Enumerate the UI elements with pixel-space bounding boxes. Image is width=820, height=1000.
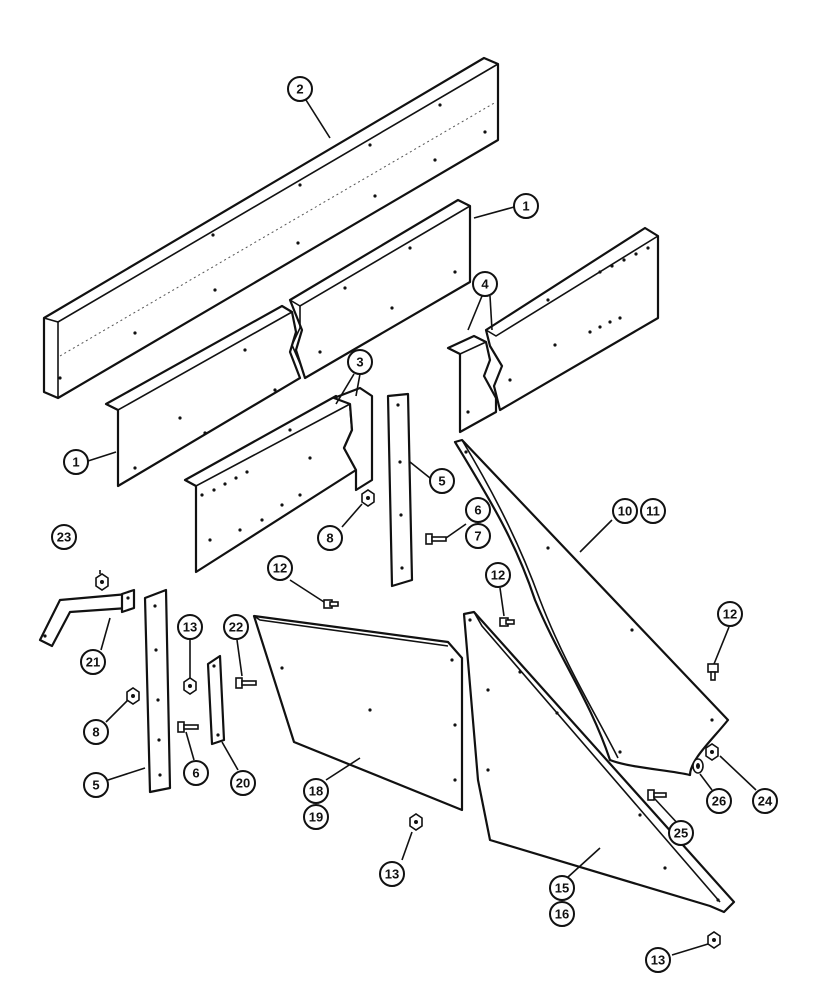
part-15-16-lower-shield — [462, 610, 736, 914]
callout-16: 16 — [549, 901, 575, 927]
callout-26-label: 26 — [712, 794, 726, 809]
callout-12-right-label: 12 — [723, 607, 737, 622]
callout-12-left: 12 — [267, 555, 293, 581]
callout-22: 22 — [223, 614, 249, 640]
callout-4-label: 4 — [481, 277, 489, 292]
callout-11-label: 11 — [646, 504, 660, 519]
callout-24: 24 — [752, 788, 778, 814]
callout-8-upper: 8 — [317, 525, 343, 551]
callout-7-label: 7 — [474, 529, 481, 544]
bolt-12-middle — [499, 617, 515, 627]
nut-8-upper — [361, 489, 375, 507]
part-3-plate-left — [183, 386, 374, 574]
callout-21: 21 — [80, 649, 106, 675]
callout-15-label: 15 — [555, 881, 569, 896]
callout-2-label: 2 — [296, 82, 303, 97]
callout-1-upper: 1 — [513, 193, 539, 219]
callout-5-upper: 5 — [429, 468, 455, 494]
nut-24 — [705, 743, 719, 761]
callout-26: 26 — [706, 788, 732, 814]
callout-2: 2 — [287, 76, 313, 102]
callout-23-label: 23 — [57, 530, 71, 545]
leader-lines — [87, 99, 757, 956]
bolt-6-7 — [425, 533, 447, 545]
part-5-strap-upper — [386, 392, 414, 588]
callout-8-lower: 8 — [83, 719, 109, 745]
callout-8-upper-label: 8 — [326, 531, 333, 546]
callout-13-upper-label: 13 — [183, 620, 197, 635]
callout-6-upper: 6 — [465, 497, 491, 523]
callout-20: 20 — [230, 770, 256, 796]
callout-4: 4 — [472, 271, 498, 297]
bolt-25 — [647, 789, 667, 801]
callout-19-label: 19 — [309, 810, 323, 825]
nut-13-lower — [707, 931, 721, 949]
callout-6-lower: 6 — [183, 760, 209, 786]
part-2-long-angle-bar — [42, 56, 500, 400]
callout-5-upper-label: 5 — [438, 474, 445, 489]
callout-5-lower: 5 — [83, 772, 109, 798]
callout-16-label: 16 — [555, 907, 569, 922]
callout-23: 23 — [51, 524, 77, 550]
callout-13-lower: 13 — [645, 947, 671, 973]
callout-12-left-label: 12 — [273, 561, 287, 576]
callout-13-middle-label: 13 — [385, 867, 399, 882]
callout-1-upper-label: 1 — [522, 199, 529, 214]
nut-23 — [95, 573, 109, 591]
bolt-6-lower — [177, 721, 199, 733]
callout-1-lower-label: 1 — [72, 455, 79, 470]
callout-6-lower-label: 6 — [192, 766, 199, 781]
callout-18-label: 18 — [309, 784, 323, 799]
callout-25-label: 25 — [674, 826, 688, 841]
part-18-19-side-panel — [252, 614, 464, 812]
part-20-small-strap — [206, 654, 226, 746]
callout-20-label: 20 — [236, 776, 250, 791]
callout-18: 18 — [303, 778, 329, 804]
callout-11: 11 — [640, 498, 666, 524]
callout-12-right: 12 — [717, 601, 743, 627]
part-5-strap-lower — [143, 588, 172, 794]
callout-7: 7 — [465, 523, 491, 549]
part-21-bracket — [38, 588, 136, 648]
nut-13-upper — [183, 677, 197, 695]
bolt-12-right — [707, 663, 719, 681]
callout-6-upper-label: 6 — [474, 503, 481, 518]
callout-13-middle: 13 — [379, 861, 405, 887]
nut-13-middle — [409, 813, 423, 831]
callout-25: 25 — [668, 820, 694, 846]
nut-8-lower — [126, 687, 140, 705]
part-1-panel-upper — [288, 198, 472, 380]
callout-3: 3 — [347, 349, 373, 375]
callout-5-lower-label: 5 — [92, 778, 99, 793]
callout-22-label: 22 — [229, 620, 243, 635]
callout-10-label: 10 — [618, 504, 632, 519]
part-4-plate-right — [446, 226, 660, 434]
callout-24-label: 24 — [758, 794, 773, 809]
callout-12-middle: 12 — [485, 562, 511, 588]
callout-8-lower-label: 8 — [92, 725, 99, 740]
bolt-22 — [235, 677, 257, 689]
callout-12-middle-label: 12 — [491, 568, 505, 583]
callout-21-label: 21 — [86, 655, 100, 670]
washer-26 — [692, 758, 704, 774]
callout-1-lower: 1 — [63, 449, 89, 475]
callout-3-label: 3 — [356, 355, 363, 370]
callout-10: 10 — [612, 498, 638, 524]
bolt-12-left — [323, 599, 339, 609]
callout-13-lower-label: 13 — [651, 953, 665, 968]
part-1-panel-lower — [104, 304, 302, 488]
callout-19: 19 — [303, 804, 329, 830]
callout-13-upper: 13 — [177, 614, 203, 640]
callout-15: 15 — [549, 875, 575, 901]
